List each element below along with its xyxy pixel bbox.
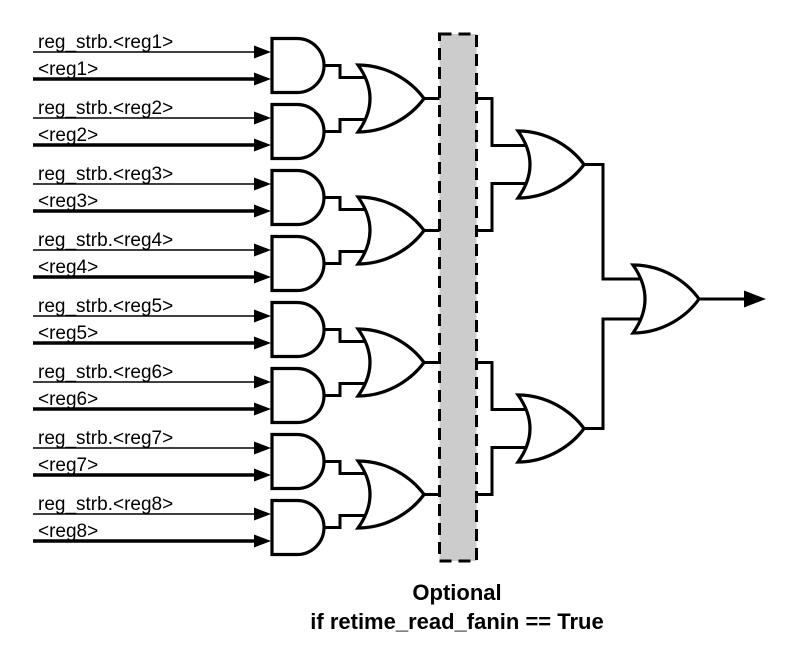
strobe-label: reg_strb.<reg8>: [38, 494, 173, 515]
value-label: <reg1>: [38, 59, 98, 80]
value-label: <reg5>: [38, 323, 98, 344]
value-arrowhead-icon: [254, 270, 271, 284]
value-arrowhead-icon: [254, 204, 271, 218]
wire-and5-or3: [324, 328, 368, 343]
wire-and3-or2: [324, 196, 368, 211]
value-arrowhead-icon: [254, 402, 271, 416]
value-arrowhead-icon: [254, 138, 271, 152]
value-label: <reg4>: [38, 257, 98, 278]
value-label: <reg7>: [38, 455, 98, 476]
or-gates-level2: [514, 129, 586, 464]
input-pair-6: reg_strb.<reg6> <reg6>: [33, 362, 271, 416]
and-gate-8: [270, 498, 326, 557]
or2-to-final-wires: [584, 163, 766, 430]
input-pair-3: reg_strb.<reg3> <reg3>: [33, 164, 271, 218]
wire-and6-or3: [324, 382, 368, 397]
strobe-arrowhead-icon: [254, 45, 271, 59]
and-to-or1-wires: [324, 64, 368, 529]
output-arrowhead-icon: [744, 290, 766, 308]
and-gate-4: [270, 234, 326, 293]
or-gate-l1-2: [354, 195, 426, 266]
or-gate-l1-3: [354, 327, 426, 398]
optional-caption: Optional if retime_read_fanin == True: [310, 580, 603, 634]
strobe-arrowhead-icon: [254, 507, 271, 521]
input-pair-1: reg_strb.<reg1> <reg1>: [33, 32, 271, 86]
caption-line1: Optional: [412, 580, 501, 605]
or-gate-l2-2: [514, 393, 586, 464]
wire-and7-or4: [324, 460, 368, 475]
strobe-arrowhead-icon: [254, 309, 271, 323]
and-gate-1: [270, 36, 326, 95]
strobe-label: reg_strb.<reg7>: [38, 428, 173, 449]
value-arrowhead-icon: [254, 534, 271, 548]
wire-and8-or4: [324, 514, 368, 529]
optional-retime-region: [438, 32, 478, 563]
and-gate-6: [270, 366, 326, 425]
value-label: <reg2>: [38, 125, 98, 146]
strobe-label: reg_strb.<reg6>: [38, 362, 173, 383]
wire-and1-or1: [324, 64, 368, 79]
strobe-label: reg_strb.<reg4>: [38, 230, 173, 251]
or-gate-l1-4: [354, 459, 426, 530]
value-arrowhead-icon: [254, 72, 271, 86]
strobe-label: reg_strb.<reg5>: [38, 296, 173, 317]
value-label: <reg6>: [38, 389, 98, 410]
wire-and2-or1: [324, 118, 368, 133]
wire-and4-or2: [324, 250, 368, 265]
and-gate-5: [270, 300, 326, 359]
strobe-arrowhead-icon: [254, 243, 271, 257]
input-pair-4: reg_strb.<reg4> <reg4>: [33, 230, 271, 284]
strobe-arrowhead-icon: [254, 111, 271, 125]
caption-line2: if retime_read_fanin == True: [310, 609, 603, 634]
and-gate-7: [270, 432, 326, 491]
and-gate-3: [270, 168, 326, 227]
strobe-label: reg_strb.<reg3>: [38, 164, 173, 185]
value-arrowhead-icon: [254, 468, 271, 482]
wire-or6-final: [584, 317, 645, 430]
input-pair-2: reg_strb.<reg2> <reg2>: [33, 98, 271, 152]
value-label: <reg3>: [38, 191, 98, 212]
strobe-arrowhead-icon: [254, 441, 271, 455]
strobe-arrowhead-icon: [254, 177, 271, 191]
and-gates: [270, 36, 326, 557]
wire-or5-final: [584, 163, 645, 281]
value-arrowhead-icon: [254, 336, 271, 350]
strobe-label: reg_strb.<reg1>: [38, 32, 173, 53]
or-gate-l2-1: [514, 129, 586, 200]
value-label: <reg8>: [38, 521, 98, 542]
strobe-arrowhead-icon: [254, 375, 271, 389]
or-gates-level1: [354, 63, 426, 530]
and-gate-2: [270, 102, 326, 161]
or-gate-l1-1: [354, 63, 426, 134]
strobe-label: reg_strb.<reg2>: [38, 98, 173, 119]
input-pair-7: reg_strb.<reg7> <reg7>: [33, 428, 271, 482]
input-pair-5: reg_strb.<reg5> <reg5>: [33, 296, 271, 350]
or-gate-final: [629, 263, 701, 335]
input-pair-8: reg_strb.<reg8> <reg8>: [33, 494, 271, 548]
